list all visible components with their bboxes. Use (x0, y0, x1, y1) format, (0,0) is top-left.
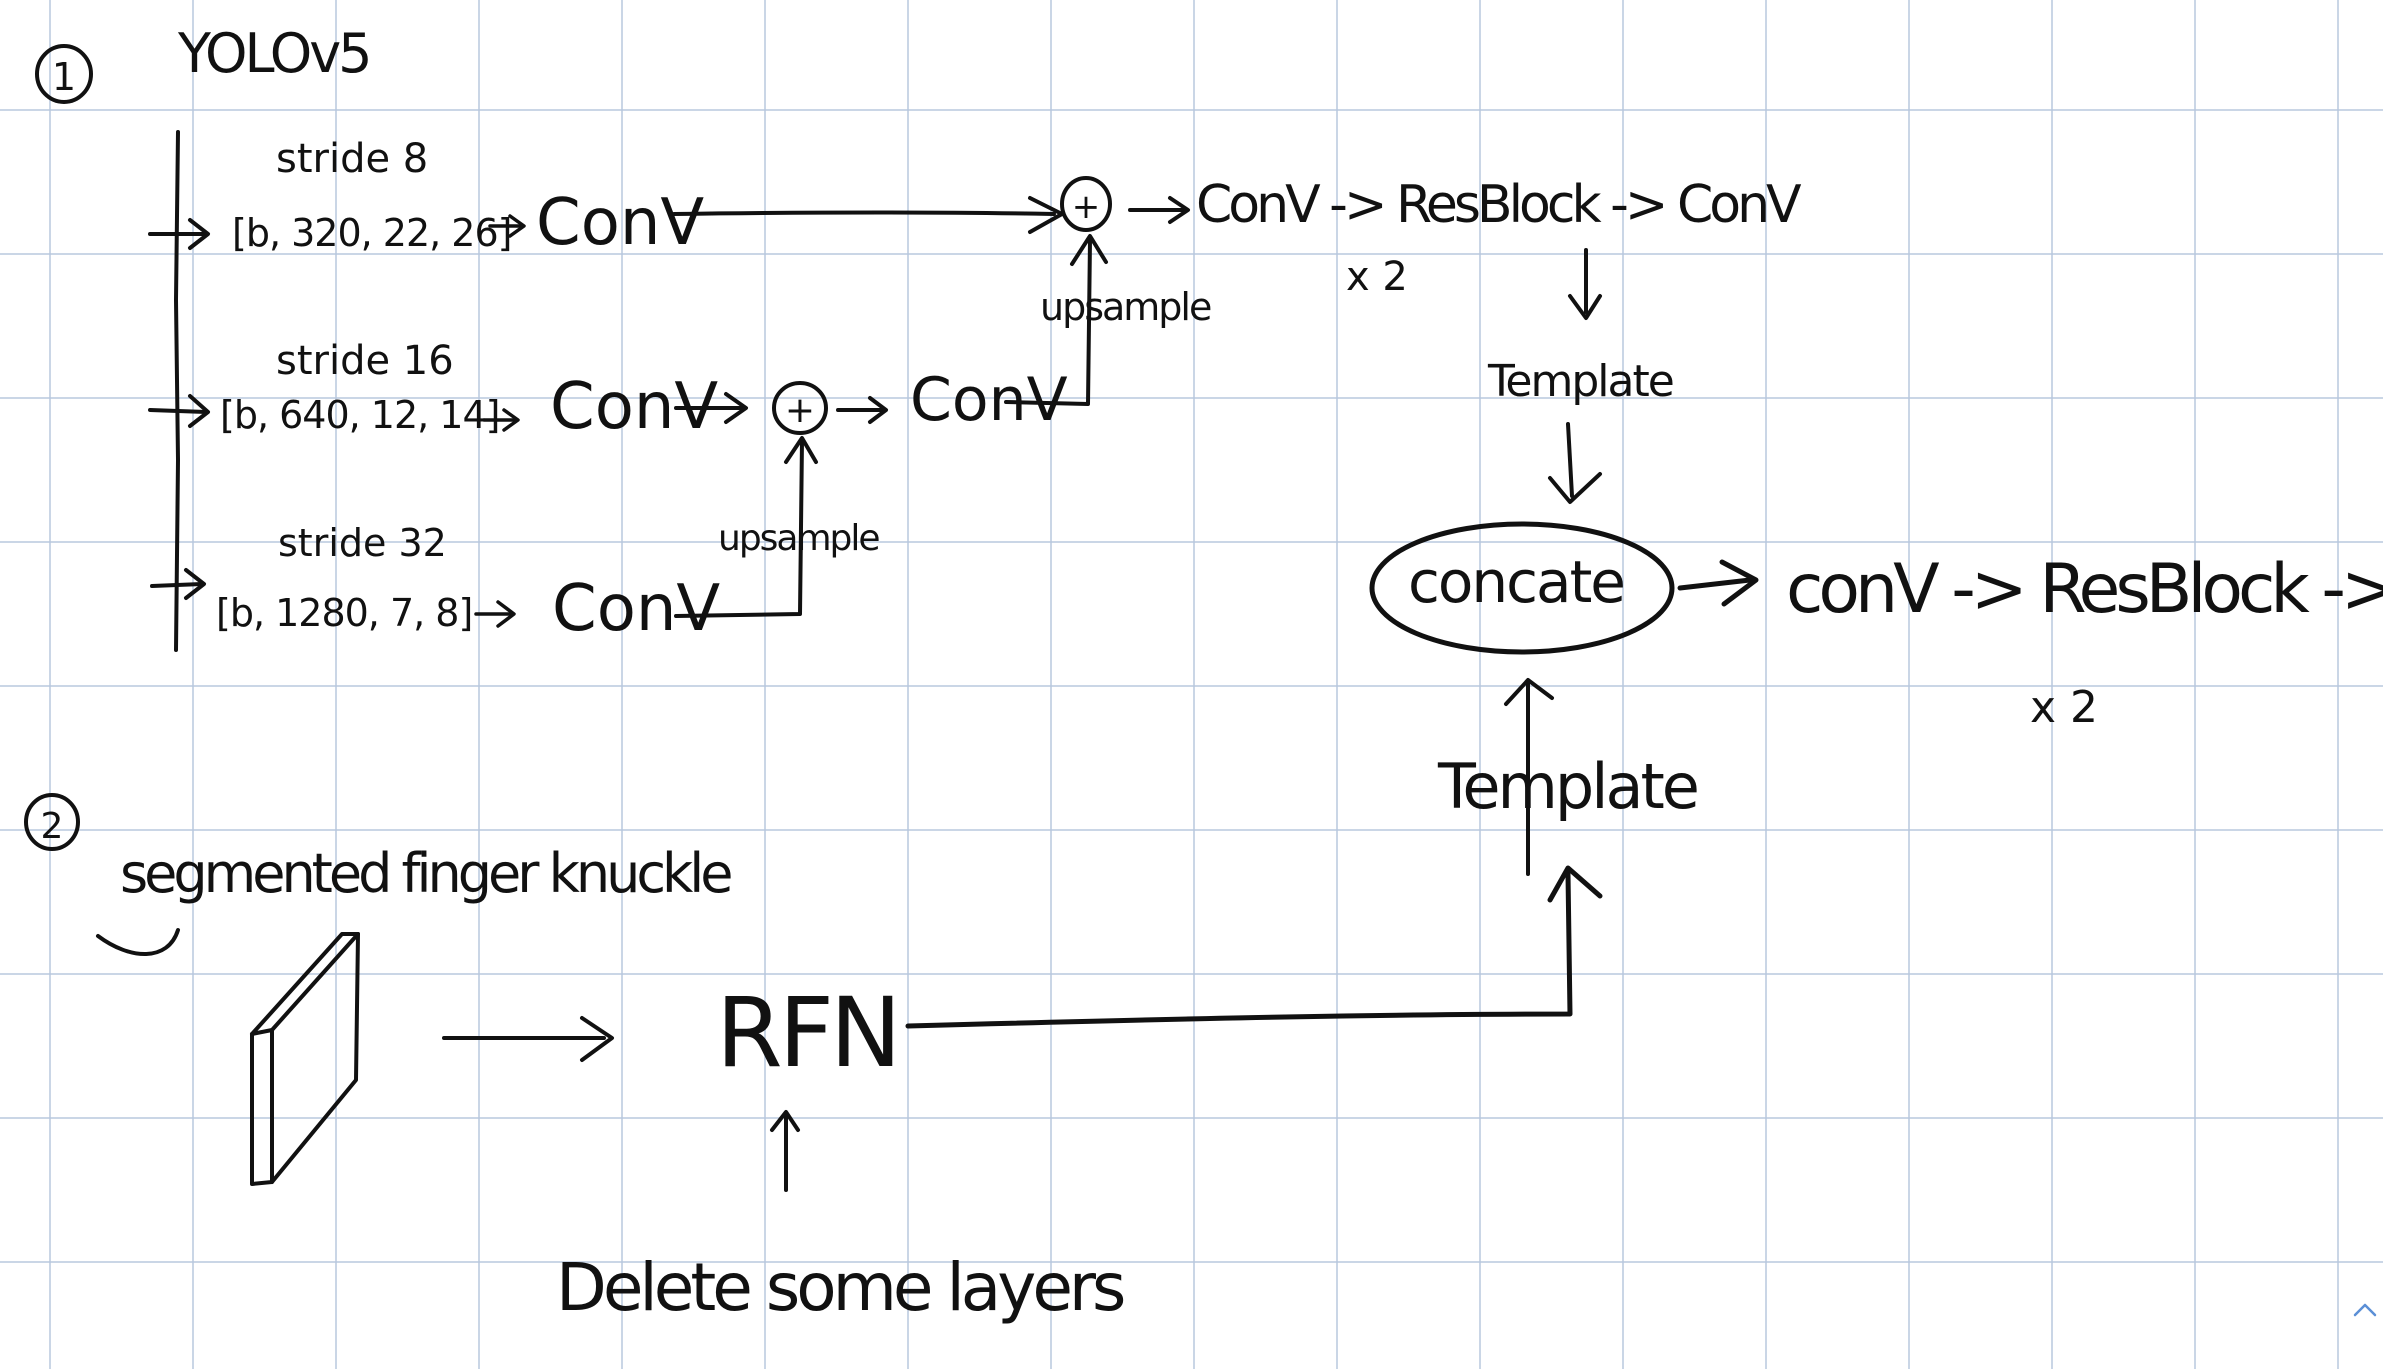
mid-conv: ConV (910, 365, 1068, 435)
finger-knuckle-slab (250, 932, 360, 1186)
rfn-to-template-path (905, 865, 1603, 1029)
concat-to-right-chain-arrow (1677, 559, 1759, 607)
stride-32-tensor: [b, 1280, 7, 8] (216, 591, 472, 635)
scroll-up-button[interactable] (2351, 1295, 2379, 1323)
subtitle-underline-swoosh (96, 928, 180, 956)
stride-8-conv: ConV (536, 186, 704, 260)
stride-8-label: stride 8 (276, 136, 428, 182)
top-chain-repeat: x 2 (1346, 254, 1408, 300)
stride-16-arrow (482, 408, 520, 432)
stride-16-label: stride 16 (276, 338, 454, 384)
top-chain-down-arrow (1568, 248, 1602, 320)
plus-to-mid-conv-arrow (836, 396, 888, 424)
section-2-number: 2 (24, 793, 80, 851)
delete-note: Delete some layers (556, 1249, 1124, 1326)
stride-8-arrow (488, 214, 526, 238)
right-chain: conV -> ResBlock -> ConV (1786, 550, 2383, 629)
section-2: 2 segmented finger knuckle RFN Delete so… (24, 678, 1700, 1326)
concat-node: concate (1369, 521, 1675, 655)
section-1-title: YOLOv5 (177, 22, 370, 85)
svg-text:concate: concate (1408, 548, 1624, 616)
stride-8-tensor: [b, 320, 22, 26] (232, 211, 511, 255)
stride-8-long-arrow (672, 196, 1064, 234)
section-1: 1 YOLOv5 stride 8 [b, 320, 22, 26] (35, 22, 2383, 733)
section-1-number: 1 (35, 44, 93, 104)
add-node-middle: + (772, 381, 828, 435)
chevron-up-icon (2353, 1303, 2377, 1317)
svg-text:1: 1 (52, 55, 76, 99)
upsample-path-bottom (674, 436, 818, 618)
backbone-line (174, 130, 180, 652)
svg-text:+: + (785, 390, 815, 431)
svg-text:2: 2 (41, 806, 64, 847)
rfn-label: RFN (716, 977, 898, 1089)
upsample-label-bottom: upsample (718, 518, 879, 559)
stride-32-conv: ConV (552, 572, 720, 646)
slab-to-rfn-arrow (442, 1016, 614, 1062)
branch-arrow-2 (148, 394, 210, 428)
upsample-label-top: upsample (1040, 285, 1211, 329)
template-top: Template (1487, 356, 1673, 407)
stride-16-to-plus-arrow (674, 392, 748, 424)
delete-note-up-arrow (770, 1110, 800, 1192)
stride-32-arrow (474, 600, 516, 628)
stride-32-label: stride 32 (278, 521, 447, 565)
plus-to-top-chain-arrow (1128, 196, 1190, 224)
template-bottom: Template (1437, 750, 1697, 823)
branch-arrow-3 (150, 568, 206, 600)
branch-arrow-1 (148, 218, 210, 250)
template-top-down-arrow (1548, 422, 1602, 504)
top-chain: ConV -> ResBlock -> ConV (1196, 175, 1802, 235)
add-node-top: + (1060, 176, 1112, 232)
template-bottom-up-arrow (1504, 678, 1554, 876)
right-chain-repeat: x 2 (2030, 682, 2098, 733)
section-2-subtitle: segmented finger knuckle (120, 842, 731, 905)
stride-16-tensor: [b, 640, 12, 14] (220, 393, 499, 437)
svg-text:+: + (1072, 187, 1101, 227)
upsample-path-top (1004, 234, 1108, 406)
